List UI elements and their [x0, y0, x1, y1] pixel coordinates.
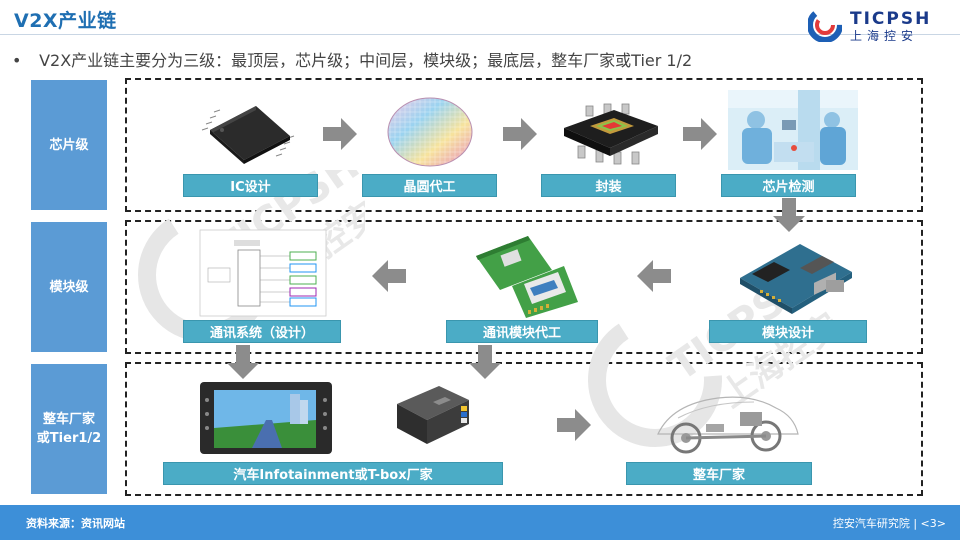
bullet-dot-icon: •: [12, 51, 22, 70]
infotainment-head-unit: [200, 382, 332, 454]
chip-testing-photo: [728, 90, 858, 170]
chip-zone: [125, 78, 923, 212]
arrow-left-icon: [372, 260, 406, 292]
system-design-diagram: [199, 229, 327, 317]
logo-text-en: TICPSH: [850, 9, 932, 29]
label-vehicle-oem: 整车厂家: [626, 462, 812, 485]
company-logo: TICPSH 上海控安: [808, 6, 948, 44]
module-zone: [125, 220, 923, 354]
arrow-down-icon: [773, 198, 805, 232]
arrow-left-icon: [637, 260, 671, 292]
arrow-down-icon: [227, 345, 259, 379]
arrow-right-icon: [683, 118, 717, 150]
summary-bullet: • V2X产业链主要分为三级：最顶层，芯片级；中间层，模块级；最底层，整车厂家或…: [12, 47, 692, 71]
summary-text: V2X产业链主要分为三级：最顶层，芯片级；中间层，模块级；最底层，整车厂家或Ti…: [39, 51, 693, 70]
level-chip-label: 芯片级: [49, 137, 89, 153]
vehicle-chassis-image: [657, 396, 799, 454]
module-board-image: [740, 244, 852, 314]
communication-module-cards: [476, 236, 578, 318]
level-vehicle-label-2: 或Tier1/2: [36, 431, 102, 446]
header-divider: [0, 34, 960, 35]
level-vehicle-label-1: 整车厂家: [42, 412, 95, 427]
label-module-design: 模块设计: [709, 320, 867, 343]
arrow-right-icon: [323, 118, 357, 150]
logo-swirl-icon: [808, 8, 842, 42]
label-system-design: 通讯系统（设计）: [183, 320, 341, 343]
footer-institute-page: 控安汽车研究院 | <3>: [832, 517, 946, 530]
tbox-device: [397, 386, 469, 444]
level-vehicle: 整车厂家 或Tier1/2: [31, 364, 107, 494]
label-infotainment-tbox: 汽车Infotainment或T-box厂家: [163, 462, 503, 485]
footer-source: 资料来源：资讯网站: [26, 517, 125, 530]
vehicle-zone: [125, 362, 923, 496]
footer-bar: 资料来源：资讯网站 控安汽车研究院 | <3>: [0, 505, 960, 540]
label-chip-testing: 芯片检测: [721, 174, 856, 197]
wafer-image: [387, 97, 473, 167]
level-chip: 芯片级: [31, 80, 107, 210]
label-module-foundry: 通讯模块代工: [446, 320, 598, 343]
page-title: V2X产业链: [14, 10, 117, 32]
logo-text-cn: 上海控安: [850, 29, 919, 43]
label-packaging: 封装: [541, 174, 676, 197]
arrow-right-icon: [557, 409, 591, 441]
level-module-label: 模块级: [49, 279, 89, 295]
arrow-right-icon: [503, 118, 537, 150]
ic-chip-image: [201, 106, 295, 164]
level-module: 模块级: [31, 222, 107, 352]
arrow-down-icon: [469, 345, 501, 379]
package-image: [564, 103, 658, 165]
label-ic-design: IC设计: [183, 174, 318, 197]
label-wafer-foundry: 晶圆代工: [362, 174, 497, 197]
